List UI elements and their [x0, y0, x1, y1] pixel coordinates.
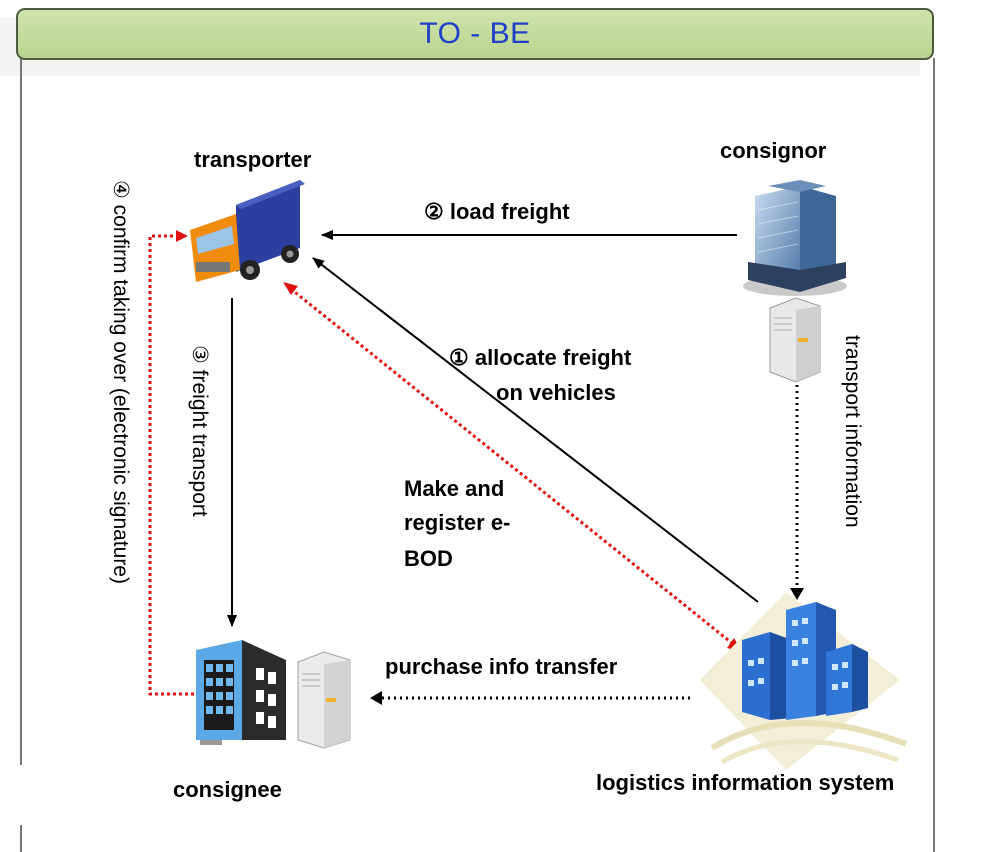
label-allocate-line1: ① allocate freight	[449, 345, 632, 370]
label-confirm: ④ confirm taking over (electronic signat…	[109, 180, 132, 584]
diagram-frame	[20, 58, 935, 852]
label-load-freight: ② load freight	[424, 199, 570, 224]
label-transport-info: transport information	[841, 335, 864, 528]
office-building-icon	[743, 180, 847, 296]
label-ebod-line3: BOD	[404, 546, 453, 571]
label-transporter: transporter	[194, 147, 312, 172]
arrowhead-ebod-top	[283, 282, 298, 295]
label-logistics-system: logistics information system	[596, 770, 895, 795]
label-purchase-info: purchase info transfer	[385, 654, 618, 679]
truck-icon	[190, 180, 305, 282]
arrowhead-confirm	[176, 230, 188, 242]
label-freight-transport: ③ freight transport	[188, 345, 211, 517]
label-ebod-line1: Make and	[404, 476, 505, 501]
arrowhead-transport-info	[790, 588, 804, 600]
label-ebod-line2: register e-	[404, 510, 511, 535]
consignee-building-icon	[196, 640, 286, 745]
server-icon	[769, 297, 821, 383]
page-title: TO - BE	[419, 17, 531, 50]
label-consignee: consignee	[173, 777, 282, 802]
city-buildings-icon	[700, 592, 908, 770]
arrow-ebod	[285, 283, 739, 650]
arrow-allocate	[312, 257, 759, 603]
label-consignor: consignor	[720, 138, 827, 163]
server-icon-consignee	[297, 651, 351, 749]
arrow-confirm	[148, 234, 194, 696]
label-allocate-line2: on vehicles	[496, 380, 616, 405]
title-banner: TO - BE	[16, 8, 934, 60]
arrowhead-purchase-info	[370, 691, 382, 705]
